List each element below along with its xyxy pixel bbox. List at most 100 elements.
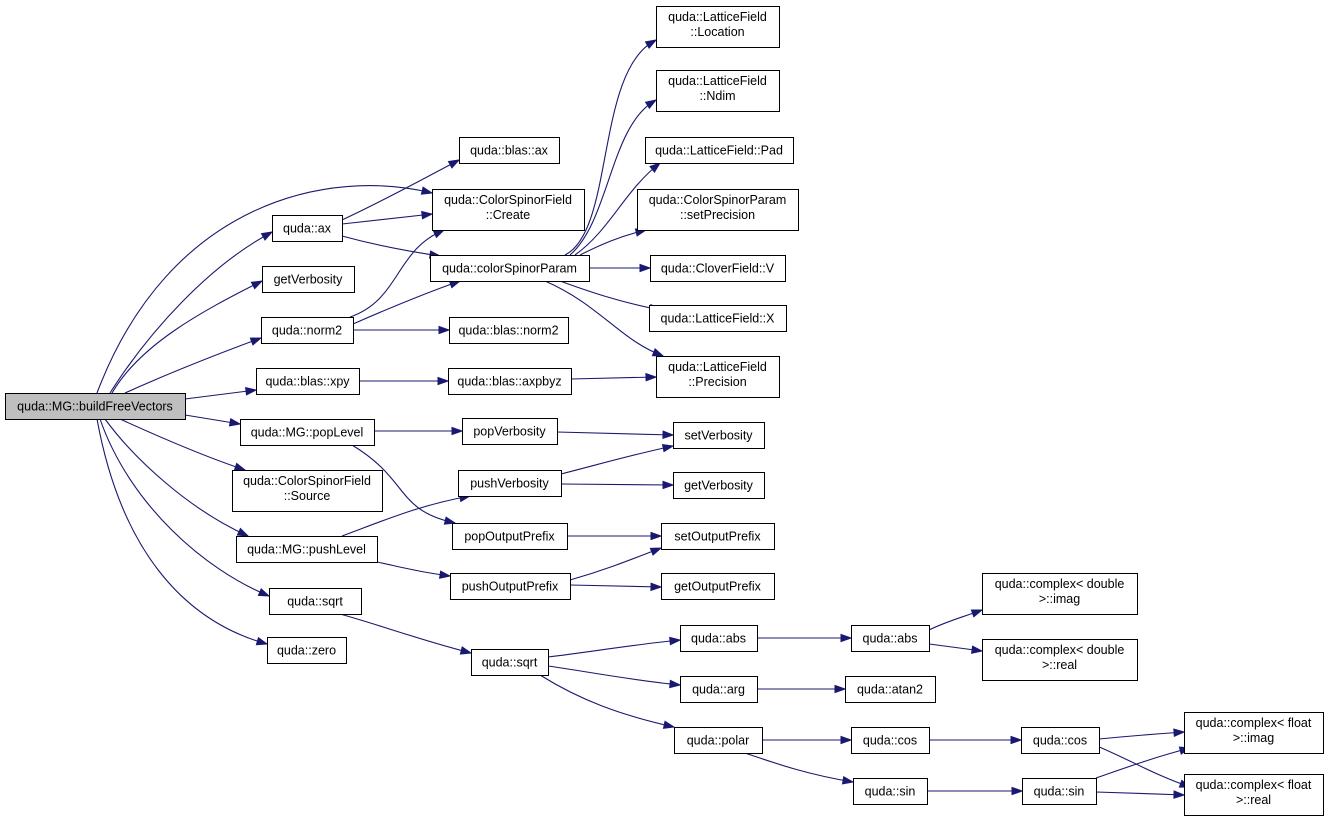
node-box bbox=[432, 189, 585, 231]
node-polar[interactable]: quda::polar bbox=[674, 727, 763, 754]
node-cd-imag[interactable]: quda::complex< double>::imag bbox=[982, 573, 1138, 615]
arrowhead bbox=[432, 229, 446, 239]
node-label: quda::blas::ax bbox=[470, 144, 549, 158]
node-cf-real[interactable]: quda::complex< float>::real bbox=[1184, 774, 1324, 816]
node-box bbox=[449, 317, 569, 344]
arrowhead bbox=[840, 735, 853, 745]
arrowhead bbox=[250, 280, 264, 290]
node-box bbox=[851, 625, 930, 652]
node-sin2[interactable]: quda::sin bbox=[1022, 778, 1097, 805]
node-label: quda::CloverField::V bbox=[661, 262, 775, 276]
arrowhead bbox=[650, 531, 663, 541]
node-label-line2: >::real bbox=[1042, 658, 1077, 672]
node-popverb[interactable]: popVerbosity bbox=[462, 418, 558, 445]
node-csp-setprec[interactable]: quda::ColorSpinorParam::setPrecision bbox=[637, 189, 799, 231]
node-box bbox=[236, 536, 378, 563]
node-label: quda::colorSpinorParam bbox=[442, 262, 577, 276]
node-lf-ndim[interactable]: quda::LatticeField::Ndim bbox=[656, 70, 780, 112]
node-cf-imag[interactable]: quda::complex< float>::imag bbox=[1184, 712, 1324, 754]
node-popprefix[interactable]: popOutputPrefix bbox=[452, 523, 568, 550]
node-box bbox=[851, 727, 930, 754]
node-abs2[interactable]: quda::abs bbox=[851, 625, 930, 652]
node-lf-precision[interactable]: quda::LatticeField::Precision bbox=[656, 356, 780, 398]
arrowhead bbox=[644, 39, 658, 49]
node-clover-v[interactable]: quda::CloverField::V bbox=[650, 255, 786, 282]
node-axpbyz[interactable]: quda::blas::axpbyz bbox=[448, 368, 572, 395]
node-label: quda::zero bbox=[277, 644, 336, 658]
node-zero[interactable]: quda::zero bbox=[267, 637, 347, 664]
edge-abs1-to-abs2 bbox=[757, 633, 853, 643]
node-ax[interactable]: quda::ax bbox=[272, 215, 343, 242]
node-pushverb[interactable]: pushVerbosity bbox=[458, 470, 562, 497]
node-label-line2: ::Ndim bbox=[699, 89, 735, 103]
node-box bbox=[267, 637, 347, 664]
edge-sqrt2-to-arg bbox=[547, 665, 682, 689]
node-getverb2[interactable]: getVerbosity bbox=[673, 472, 765, 499]
arrowhead bbox=[451, 426, 464, 436]
edge-root-to-xpy bbox=[184, 387, 258, 400]
arrowhead bbox=[245, 387, 258, 396]
node-box bbox=[256, 368, 360, 395]
node-label: quda::MG::buildFreeVectors bbox=[17, 400, 173, 414]
edge-pushprefix-to-setprefix bbox=[569, 547, 663, 581]
node-pushlevel[interactable]: quda::MG::pushLevel bbox=[236, 536, 378, 563]
node-label: getVerbosity bbox=[274, 273, 344, 287]
node-box bbox=[458, 470, 562, 497]
arrowhead bbox=[439, 570, 452, 579]
node-label: popOutputPrefix bbox=[464, 530, 555, 544]
node-ax-blas[interactable]: quda::blas::ax bbox=[459, 137, 560, 164]
node-setprefix[interactable]: setOutputPrefix bbox=[661, 523, 775, 550]
node-lf-x[interactable]: quda::LatticeField::X bbox=[649, 305, 787, 332]
edge-root-to-csf_create bbox=[96, 185, 434, 394]
node-csf-create[interactable]: quda::ColorSpinorField::Create bbox=[432, 189, 585, 231]
node-getprefix[interactable]: getOutputPrefix bbox=[661, 573, 775, 600]
node-label-line2: ::Precision bbox=[688, 375, 746, 389]
node-box bbox=[240, 419, 375, 446]
node-abs1[interactable]: quda::abs bbox=[680, 625, 758, 652]
node-box bbox=[459, 137, 560, 164]
node-sqrt2[interactable]: quda::sqrt bbox=[471, 649, 549, 676]
node-label-line2: ::Source bbox=[284, 489, 331, 503]
node-root[interactable]: quda::MG::buildFreeVectors bbox=[5, 393, 186, 420]
edge-sin2-to-cf_real bbox=[1095, 790, 1186, 799]
node-label: quda::complex< float bbox=[1196, 778, 1312, 792]
edge-abs2-to-cd_real bbox=[928, 643, 984, 654]
edge-popprefix-to-setprefix bbox=[567, 531, 663, 541]
node-sqrt1[interactable]: quda::sqrt bbox=[269, 588, 362, 615]
node-cos2[interactable]: quda::cos bbox=[1021, 727, 1100, 754]
node-box bbox=[262, 266, 355, 293]
node-norm2[interactable]: quda::norm2 bbox=[261, 317, 354, 344]
arrowhead bbox=[459, 646, 473, 655]
node-lf-pad[interactable]: quda::LatticeField::Pad bbox=[645, 137, 794, 164]
node-blas-norm2[interactable]: quda::blas::norm2 bbox=[449, 317, 569, 344]
arrowhead bbox=[662, 430, 675, 439]
node-label: quda::blas::axpbyz bbox=[457, 375, 561, 389]
arrowhead bbox=[421, 210, 434, 220]
node-atan2[interactable]: quda::atan2 bbox=[845, 676, 936, 703]
arrowhead bbox=[651, 348, 665, 357]
node-box bbox=[982, 573, 1138, 615]
node-lf-location[interactable]: quda::LatticeField::Location bbox=[656, 6, 780, 48]
edge-axpbyz-to-lf_precision bbox=[570, 372, 658, 382]
node-sin1[interactable]: quda::sin bbox=[853, 778, 928, 805]
node-xpy[interactable]: quda::blas::xpy bbox=[256, 368, 360, 395]
arrowhead bbox=[1010, 735, 1023, 745]
edge-csparam-to-lf_location bbox=[564, 39, 658, 256]
node-label-line2: ::setPrecision bbox=[680, 208, 755, 222]
edge-sin1-to-sin2 bbox=[927, 786, 1024, 796]
node-cd-real[interactable]: quda::complex< double>::real bbox=[982, 639, 1138, 681]
node-label: quda::atan2 bbox=[857, 683, 923, 697]
arrowhead bbox=[840, 633, 853, 643]
node-poplevel[interactable]: quda::MG::popLevel bbox=[240, 419, 375, 446]
edge-norm2-to-blas_norm2 bbox=[353, 325, 451, 335]
node-box bbox=[656, 6, 780, 48]
node-csparam[interactable]: quda::colorSpinorParam bbox=[430, 255, 590, 282]
arrowhead bbox=[437, 376, 450, 386]
node-csf-source[interactable]: quda::ColorSpinorField::Source bbox=[232, 470, 383, 512]
node-label: popVerbosity bbox=[473, 425, 546, 439]
node-setverb[interactable]: setVerbosity bbox=[673, 422, 765, 449]
node-getverb1[interactable]: getVerbosity bbox=[262, 266, 355, 293]
node-arg[interactable]: quda::arg bbox=[680, 676, 758, 703]
node-pushprefix[interactable]: pushOutputPrefix bbox=[450, 573, 571, 600]
node-cos1[interactable]: quda::cos bbox=[851, 727, 930, 754]
